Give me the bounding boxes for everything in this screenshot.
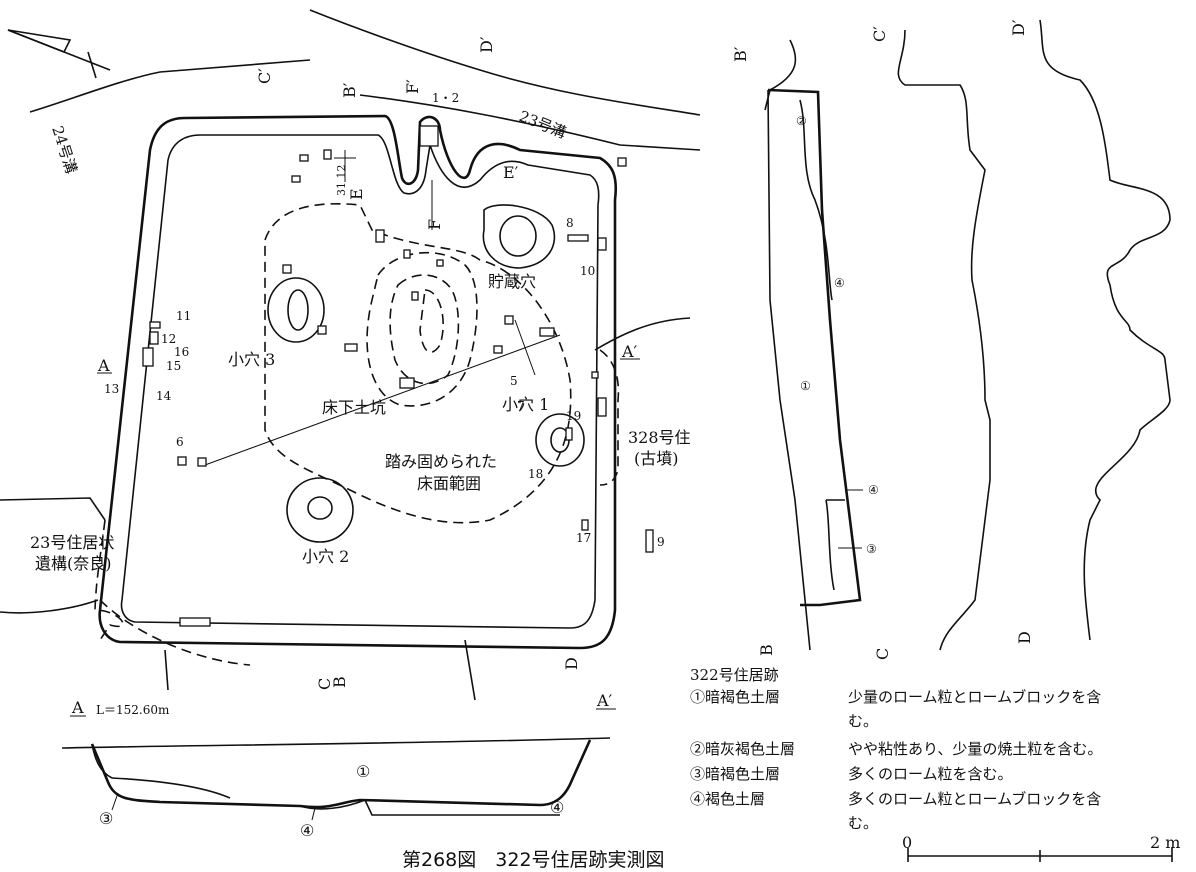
find-label-9: 9 [657, 535, 665, 549]
label-hole3: 小穴 3 [228, 350, 275, 369]
find-label-1-2: 1・2 [432, 91, 459, 105]
label-b-bottom: B [330, 676, 349, 688]
label-feature23-1: 23号住居状 [30, 533, 114, 552]
label-hole1: 小穴 1 [502, 395, 549, 414]
section-b-layer-1: ① [800, 379, 811, 393]
label-ditch24: 24号溝 [48, 124, 80, 176]
label-a: A [97, 356, 110, 375]
underfloor-pit-inner [419, 289, 444, 353]
house-328-boundary [599, 349, 620, 486]
label-d-bottom: D [562, 657, 581, 670]
section-b-layer-4b: ④ [868, 483, 879, 497]
feature-23-bottom [99, 599, 251, 666]
scale-zero: 0 [902, 833, 912, 852]
section-b-layer-2: ② [796, 114, 807, 128]
scale-max: 2 m [1150, 833, 1180, 852]
legend-layer-2: ②暗灰褐色土層 [690, 740, 796, 758]
legend-layer-4: ④褐色土層 [690, 790, 766, 808]
find-label-8: 8 [566, 216, 574, 230]
find-label-14: 14 [156, 389, 172, 403]
right-sections: B′ C′ D′ B C D ② ④ ① ④ ③ [731, 19, 1171, 660]
section-b-bottom: B [757, 644, 776, 656]
label-c-bottom: C [315, 678, 334, 690]
legend-layer-1: ①暗褐色土層 [690, 688, 781, 706]
find-label-10: 10 [580, 264, 595, 278]
small-hole-3 [267, 277, 325, 343]
label-house328-2: (古墳) [634, 449, 679, 468]
find-label-11: 11 [176, 309, 191, 323]
label-e-prime: E′ [503, 163, 519, 182]
legend-desc-4: 多くのローム粒とロームブロックを含 [848, 790, 1102, 808]
north-arrow-icon [7, 29, 111, 79]
find-label-19: 19 [566, 409, 581, 423]
section-d-bottom: D [1015, 631, 1034, 644]
legend-desc-3: 多くのローム粒を含む。 [848, 765, 1013, 783]
section-a-level: L＝152.60m [96, 703, 170, 717]
find-label-6: 6 [176, 435, 184, 449]
find-label-7: 7 [517, 399, 525, 413]
label-feature23-2: 遺構(奈良) [35, 554, 112, 573]
ditch-lines [0, 9, 701, 701]
find-label-17: 17 [576, 531, 591, 545]
legend-desc-1: 少量のローム粒とロームブロックを含 [848, 688, 1102, 706]
label-b-prime: B′ [340, 82, 359, 98]
storage-pit [482, 204, 556, 269]
label-d-prime: D′ [477, 36, 496, 53]
figure-caption: 第268図 322号住居跡実測図 [402, 849, 665, 871]
find-stones [142, 125, 654, 627]
section-a-label: A [71, 698, 84, 717]
label-floor-1: 踏み固められた [385, 452, 497, 471]
legend-desc-1-cont: む。 [848, 712, 879, 730]
section-b-layer-3: ③ [866, 542, 877, 556]
section-b-layer-4a: ④ [834, 276, 845, 290]
label-c-prime: C′ [255, 68, 274, 84]
find-label-13: 13 [104, 382, 119, 396]
find-label-5: 5 [510, 374, 518, 388]
section-a-layer-3: ③ [99, 809, 113, 828]
e-section-mark [334, 150, 356, 182]
legend-title: 322号住居跡 [690, 666, 779, 684]
section-a-layer-4b: ④ [550, 798, 564, 817]
label-a-prime: A′ [621, 342, 638, 361]
find-label-16: 16 [174, 345, 189, 359]
label-ditch23: 23号溝 [517, 107, 569, 142]
legend-desc-4-cont: む。 [848, 814, 879, 832]
label-hole2: 小穴 2 [302, 547, 349, 566]
label-f-prime: F′ [403, 79, 422, 94]
scale-bar: 0 2 m [902, 833, 1180, 862]
legend-desc-2: やや粘性あり、少量の焼土粒を含む。 [848, 740, 1103, 758]
trampled-floor-area [264, 202, 572, 524]
section-a-prime-label: A′ [596, 691, 613, 710]
label-e-small: 31 12 [335, 165, 348, 197]
section-d-top: D′ [1009, 19, 1028, 36]
find-label-18: 18 [528, 467, 543, 481]
label-f: F [425, 219, 444, 230]
find-label-15: 15 [166, 359, 181, 373]
underfloor-pit-outer [366, 251, 478, 407]
refit-line [204, 334, 561, 466]
small-hole-2 [286, 477, 354, 543]
section-a: A L＝152.60m A′ ① ③ ④ ④ [61, 691, 616, 840]
label-underfloor-pit: 床下土坑 [322, 398, 386, 417]
refit-line-2 [514, 319, 536, 376]
label-e: E [347, 188, 366, 200]
section-a-layer-1: ① [356, 762, 370, 781]
label-storage-pit: 貯蔵穴 [488, 272, 536, 291]
section-c-top: C′ [870, 26, 889, 42]
legend-layer-3: ③暗褐色土層 [690, 765, 781, 783]
find-label-12: 12 [161, 332, 176, 346]
label-floor-2: 床面範囲 [417, 474, 481, 493]
section-a-layer-4a: ④ [300, 821, 314, 840]
house-inner-wall [120, 134, 600, 629]
label-house328-1: 328号住 [628, 428, 691, 447]
underfloor-pit-mid [389, 274, 460, 385]
section-b-top: B′ [731, 46, 750, 62]
section-c-bottom: C [873, 648, 892, 660]
house-outer-wall [98, 114, 618, 650]
